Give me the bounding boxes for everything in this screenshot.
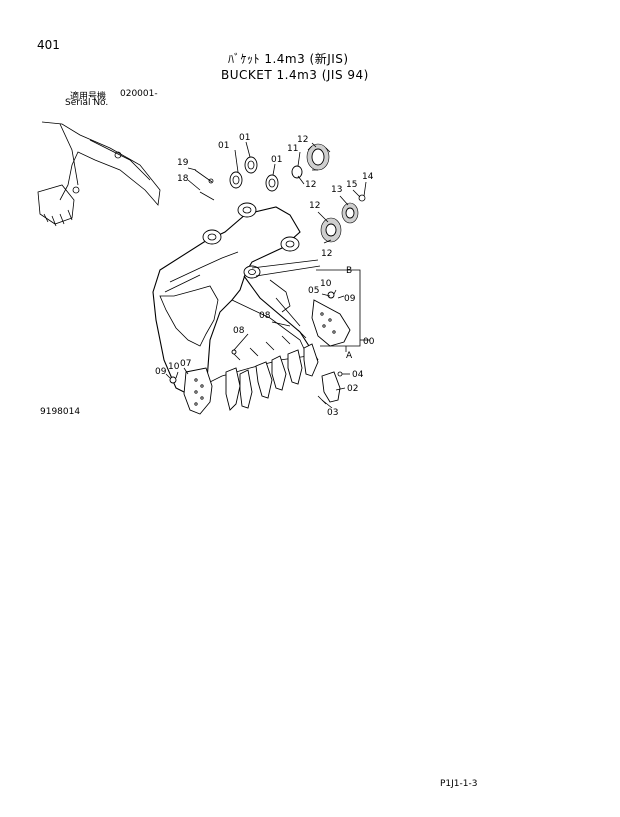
pins-18-19 <box>194 169 215 201</box>
title-english: BUCKET 1.4m3 (JIS 94) <box>221 68 369 82</box>
callout-labels: 01 01 01 11 12 12 12 12 13 14 15 19 18 B… <box>155 133 375 418</box>
serial-number-value: 020001- <box>120 89 158 99</box>
callout-18: 18 <box>177 174 189 184</box>
callout-03: 03 <box>327 408 338 418</box>
callout-12-c: 12 <box>309 201 320 211</box>
callout-00: 00 <box>363 337 375 347</box>
callout-01-a: 01 <box>218 141 229 151</box>
serial-label-english: Serial No. <box>65 98 109 108</box>
side-cutter-left <box>169 367 213 415</box>
callout-09-a: 09 <box>344 294 356 304</box>
callout-04: 04 <box>352 370 364 380</box>
serial-label-japanese: 適用号機 <box>70 92 107 102</box>
callout-10-a: 10 <box>320 279 332 289</box>
callout-11: 11 <box>287 144 298 154</box>
excavator-arm-thumbnail <box>37 121 161 227</box>
side-cutter-right <box>311 291 351 347</box>
callout-08-b: 08 <box>259 311 271 321</box>
callout-12-a: 12 <box>297 135 308 145</box>
callout-15: 15 <box>346 180 357 190</box>
page-code: P1J1-1-3 <box>440 779 478 789</box>
callout-12-b: 12 <box>305 180 316 190</box>
callout-01-b: 01 <box>239 133 250 143</box>
callout-02: 02 <box>347 384 358 394</box>
page-number: 401 <box>37 38 60 52</box>
bucket-teeth <box>225 329 319 411</box>
callout-05: 05 <box>308 286 319 296</box>
title-japanese: ﾊﾞｹｯﾄ 1.4m3 (新JIS) <box>228 52 349 66</box>
callout-01-c: 01 <box>271 155 282 165</box>
callout-09-b: 09 <box>155 367 167 377</box>
callout-07: 07 <box>180 359 191 369</box>
callout-A: A <box>346 351 353 361</box>
callout-13: 13 <box>331 185 342 195</box>
figure-id: 9198014 <box>40 407 81 417</box>
callout-12-d: 12 <box>321 249 332 259</box>
leader-lines <box>165 141 370 409</box>
callout-19: 19 <box>177 158 189 168</box>
bucket-body <box>152 202 321 399</box>
callout-B: B <box>346 266 352 276</box>
callout-10-b: 10 <box>168 362 180 372</box>
callout-08-a: 08 <box>233 326 245 336</box>
pin-sleeves <box>229 156 279 192</box>
callout-14: 14 <box>362 172 374 182</box>
seal-bushings <box>291 143 366 243</box>
loose-tooth-parts <box>317 371 343 405</box>
